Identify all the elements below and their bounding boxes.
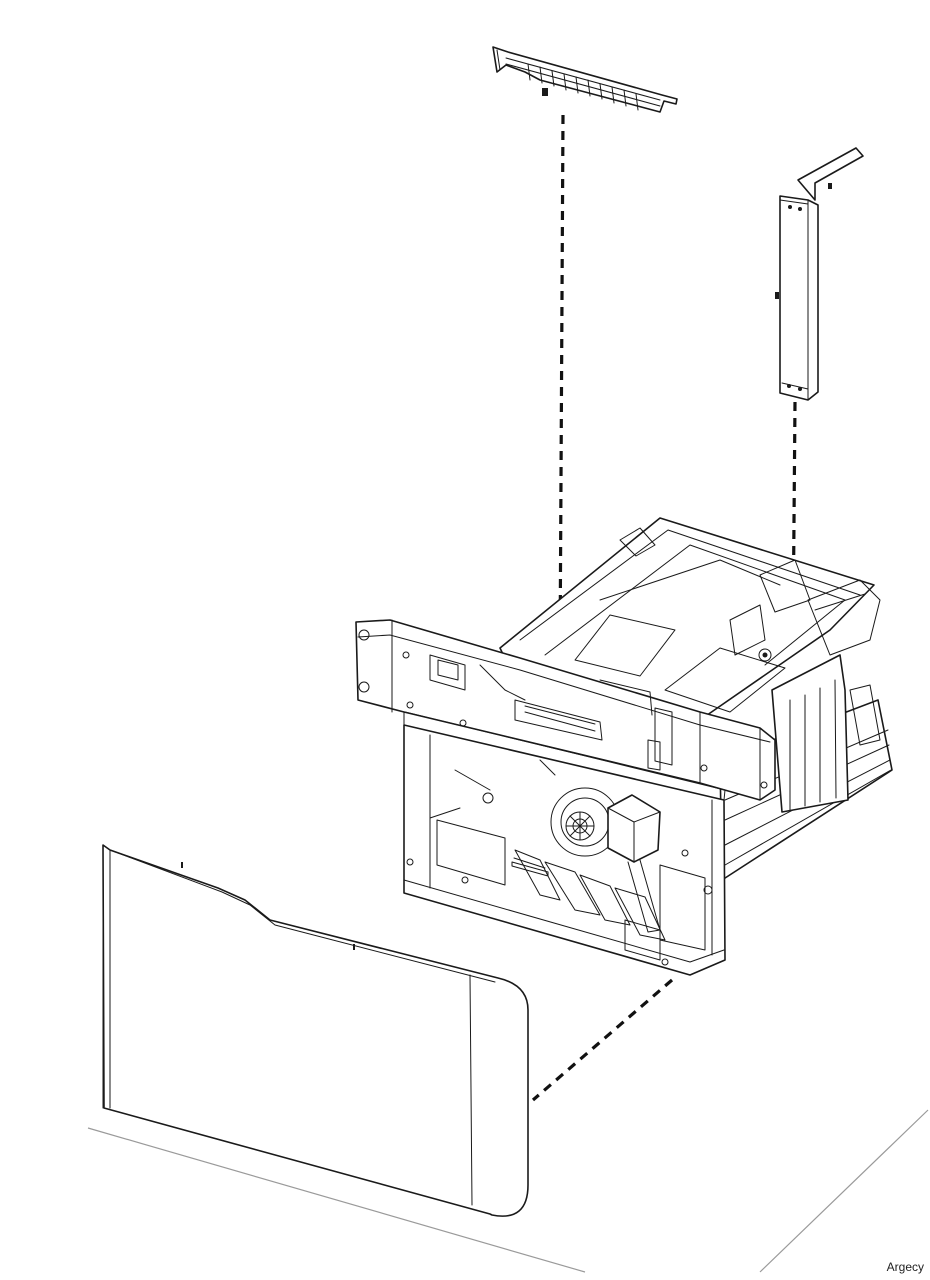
top-guide-bracket [492, 46, 678, 113]
floor-lines [87, 1109, 929, 1273]
tray-frame-assembly [355, 517, 893, 976]
tray-front-cover [102, 844, 529, 1217]
side-guide-bracket [775, 147, 864, 401]
watermark-text: Argecy [886, 1260, 924, 1274]
